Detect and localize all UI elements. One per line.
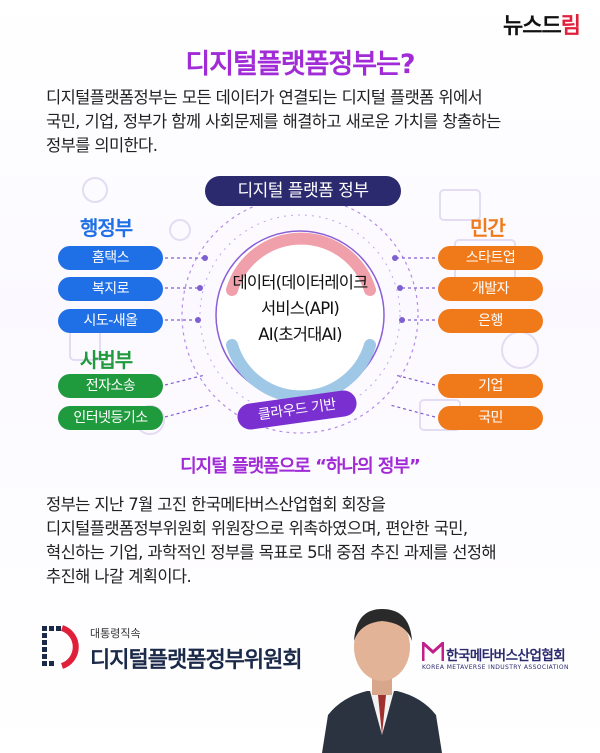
association-logo-name: 한국메타버스산업협회 xyxy=(446,648,566,664)
body-line: 혁신하는 기업, 과학적인 정부를 목표로 5대 중점 추진 과제를 선정해 xyxy=(46,543,497,562)
people-item: 국민 xyxy=(438,406,543,430)
page-title: 디지털플랫폼정부는? xyxy=(185,49,415,80)
platform-banner: 디지털 플랫폼 정부 xyxy=(205,176,401,206)
slogan-heading: 디지털 플랫폼으로 “하나의 정부” xyxy=(180,456,421,477)
body-line: 정부는 지난 7월 고진 한국메타버스산업협회 회장을 xyxy=(46,495,386,514)
intro-line: 디지털플랫폼정부는 모든 데이터가 연결되는 디지털 플랫폼 위에서 xyxy=(46,88,483,107)
admin-item: 복지로 xyxy=(58,277,163,301)
admin-group-title: 행정부 xyxy=(80,216,133,240)
intro-line: 국민, 기업, 정부가 함께 사회문제를 해결하고 새로운 가치를 창출하는 xyxy=(46,112,501,131)
admin-item: 시도-새올 xyxy=(58,309,163,333)
brand-logo: 뉴스드림 xyxy=(503,8,581,40)
judiciary-group-title: 사법부 xyxy=(80,348,133,372)
committee-logo-sub: 대통령직속 xyxy=(90,627,141,640)
committee-logo-mark-icon xyxy=(42,625,79,669)
association-logo-english: KOREA METAVERSE INDUSTRY ASSOCIATION xyxy=(422,664,569,671)
private-group-title: 민간 xyxy=(470,216,506,240)
core-line: AI(초거대AI) xyxy=(258,325,342,344)
private-item: 스타트업 xyxy=(438,246,543,270)
committee-logo-name: 디지털플랫폼정부위원회 xyxy=(90,648,303,673)
association-logo-mark-icon xyxy=(422,642,444,661)
private-item: 은행 xyxy=(438,309,543,333)
association-logo: 한국메타버스산업협회 KOREA METAVERSE INDUSTRY ASSO… xyxy=(420,640,590,680)
judiciary-item: 전자소송 xyxy=(58,374,163,398)
intro-paragraph: 디지털플랫폼정부는 모든 데이터가 연결되는 디지털 플랫폼 위에서 국민, 기… xyxy=(46,86,566,158)
brand-logo-accent: 림 xyxy=(560,14,581,39)
body-paragraph: 정부는 지난 7월 고진 한국메타버스산업협회 회장을 디지털플랫폼정부위원회 … xyxy=(46,493,576,589)
core-line: 데이터(데이터레이크 xyxy=(232,273,368,292)
brand-logo-text: 뉴스드 xyxy=(503,14,562,39)
body-line: 추진해 나갈 계획이다. xyxy=(46,567,192,586)
people-item: 기업 xyxy=(438,374,543,398)
body-line: 디지털플랫폼정부위원회 위원장으로 위촉하였으며, 편안한 국민, xyxy=(46,519,468,538)
judiciary-item: 인터넷등기소 xyxy=(58,406,163,430)
chairman-portrait xyxy=(322,609,442,753)
admin-item: 홈택스 xyxy=(58,246,163,270)
platform-core-text: 데이터(데이터레이크 서비스(API) AI(초거대AI) xyxy=(223,270,377,348)
core-line: 서비스(API) xyxy=(260,299,340,318)
private-item: 개발자 xyxy=(438,277,543,301)
intro-line: 정부를 의미한다. xyxy=(46,136,158,155)
committee-logo: 대통령직속 디지털플랫폼정부위원회 xyxy=(40,622,340,682)
